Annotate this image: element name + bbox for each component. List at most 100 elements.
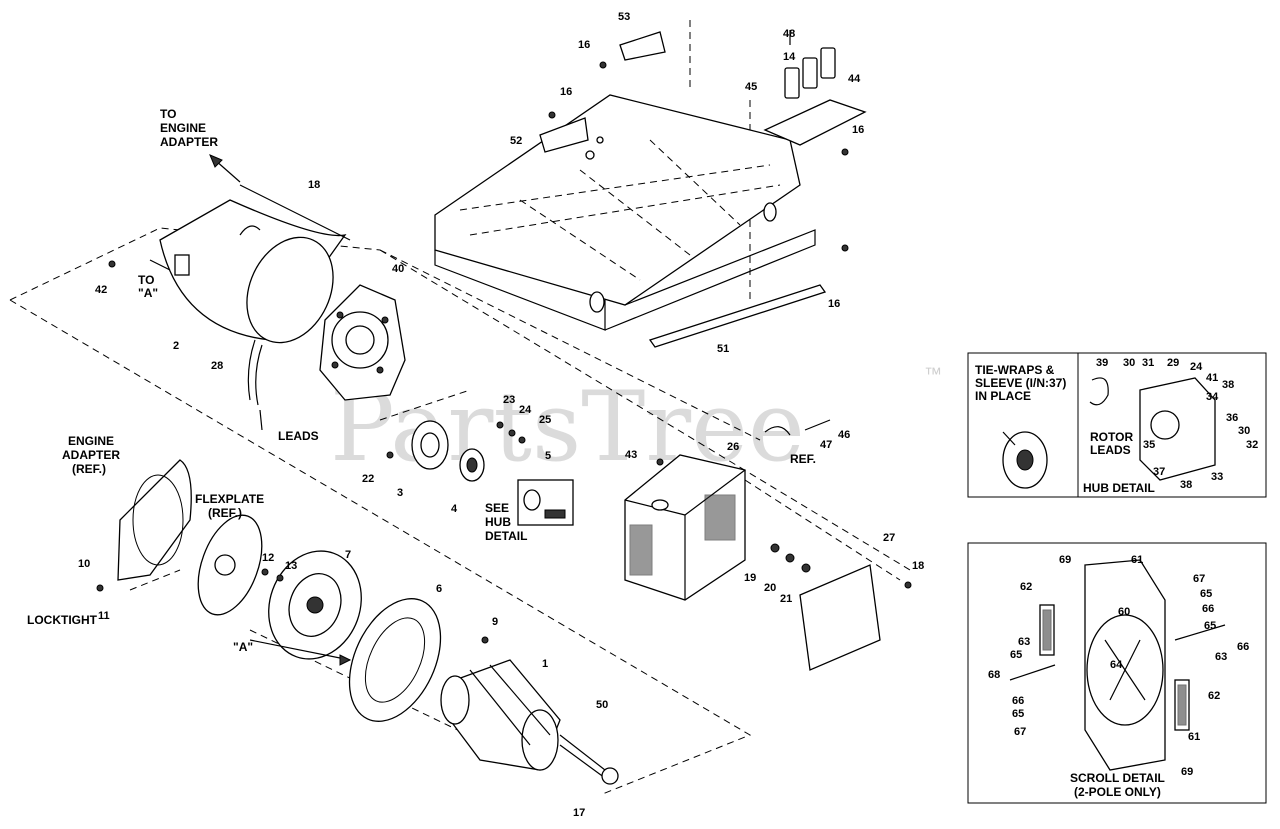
callout: 18 (912, 560, 924, 572)
note-engine-adapter-ref: (REF.) (72, 462, 106, 476)
callout: 69 (1181, 766, 1193, 778)
callout: 46 (838, 429, 850, 441)
callout: 6 (436, 583, 442, 595)
callout: 22 (362, 473, 374, 485)
callout: 23 (503, 394, 515, 406)
note-to-engine-adapter: ADAPTER (160, 135, 218, 149)
note-engine-adapter-ref: ENGINE (68, 434, 114, 448)
watermark-tm: ™ (924, 364, 942, 384)
callout: 62 (1020, 581, 1032, 593)
note-to-a: TO (138, 273, 154, 287)
callout: 67 (1193, 573, 1205, 585)
note-tie-wraps: TIE-WRAPS & (975, 363, 1055, 377)
callout: 51 (717, 343, 729, 355)
bearing-hub-parts (411, 420, 574, 526)
engine-adapter-flexplate (117, 459, 263, 616)
callout: 7 (345, 549, 351, 561)
note-to-engine-adapter: TO (160, 107, 176, 121)
note-engine-adapter-ref: ADAPTER (62, 448, 120, 462)
callout: 9 (492, 616, 498, 628)
callout: 61 (1131, 554, 1143, 566)
callout: 11 (98, 610, 110, 622)
ring-part-6 (348, 598, 442, 722)
callout: 16 (828, 298, 840, 310)
inset-scroll-detail: 69 61 62 60 63 65 68 66 65 67 64 67 65 6… (967, 542, 1267, 804)
callout: 65 (1012, 708, 1024, 720)
callout: 63 (1018, 636, 1030, 648)
callout: 33 (1211, 471, 1223, 483)
callout: 27 (883, 532, 895, 544)
note-rotor-leads: ROTOR (1090, 430, 1133, 444)
callout: 24 (1190, 361, 1203, 373)
callout: 69 (1059, 554, 1071, 566)
callout: 30 (1238, 425, 1250, 437)
callout: 13 (285, 560, 297, 572)
callout: 30 (1123, 357, 1135, 369)
rotor-part-1 (440, 659, 619, 785)
stator-part-2 (159, 184, 351, 406)
callout: 16 (560, 86, 572, 98)
callout: 14 (783, 51, 796, 63)
callout: 34 (1206, 391, 1219, 403)
note-see-hub-detail: HUB (485, 515, 511, 529)
note-to-engine-adapter: ENGINE (160, 121, 206, 135)
callout: 53 (618, 11, 630, 23)
callout: 36 (1226, 412, 1238, 424)
note-locktight: LOCKTIGHT (27, 613, 98, 627)
callout: 21 (780, 593, 792, 605)
callout: 44 (848, 73, 861, 85)
callout: 65 (1010, 649, 1022, 661)
callout: 18 (308, 179, 320, 191)
callout: 40 (392, 263, 404, 275)
note-rotor-leads: LEADS (1090, 443, 1131, 457)
callout: 68 (988, 669, 1000, 681)
callout: 63 (1215, 651, 1227, 663)
note-see-hub-detail: SEE (485, 501, 509, 515)
text-notes-main: TO ENGINE ADAPTER TO "A" LEADS ENGINE AD… (27, 107, 816, 654)
callout: 32 (1246, 439, 1258, 451)
callout: 64 (1110, 659, 1123, 671)
note-see-hub-detail: DETAIL (485, 529, 527, 543)
base-frame (434, 30, 867, 348)
note-flexplate-ref: FLEXPLATE (195, 492, 264, 506)
note-leads: LEADS (278, 429, 319, 443)
note-tie-wraps: SLEEVE (I/N:37) (975, 376, 1066, 390)
callout: 10 (78, 558, 90, 570)
callout: 25 (539, 414, 551, 426)
callout: 24 (519, 404, 532, 416)
callout: 38 (1180, 479, 1192, 491)
callout: 16 (852, 124, 864, 136)
callout: 29 (1167, 357, 1179, 369)
note-a-marker: "A" (233, 640, 253, 654)
callout: 42 (95, 284, 107, 296)
callout: 66 (1012, 695, 1024, 707)
note-scroll-detail: SCROLL DETAIL (1070, 771, 1165, 785)
note-scroll-detail: (2-POLE ONLY) (1074, 785, 1161, 799)
hardware-fasteners (96, 61, 912, 644)
callout: 45 (745, 81, 757, 93)
note-hub-detail: HUB DETAIL (1083, 481, 1155, 495)
callout: 52 (510, 135, 522, 147)
callout: 1 (542, 658, 548, 670)
callout: 37 (1153, 466, 1165, 478)
callout: 41 (1206, 372, 1218, 384)
watermark-text: PartsTree (330, 371, 805, 483)
callout: 66 (1202, 603, 1214, 615)
callout: 4 (451, 503, 458, 515)
leader-arrows (149, 154, 352, 666)
callout: 38 (1222, 379, 1234, 391)
callout: 65 (1200, 588, 1212, 600)
callout: 62 (1208, 690, 1220, 702)
callout: 47 (820, 439, 832, 451)
end-bell-part-40 (319, 284, 406, 401)
note-tie-wraps: IN PLACE (975, 389, 1031, 403)
callout: 39 (1096, 357, 1108, 369)
callout: 50 (596, 699, 608, 711)
callout: 5 (545, 450, 551, 462)
callout: 3 (397, 487, 403, 499)
callout: 31 (1142, 357, 1154, 369)
note-ref: REF. (790, 452, 816, 466)
callout: 12 (262, 552, 274, 564)
callout: 2 (173, 340, 179, 352)
